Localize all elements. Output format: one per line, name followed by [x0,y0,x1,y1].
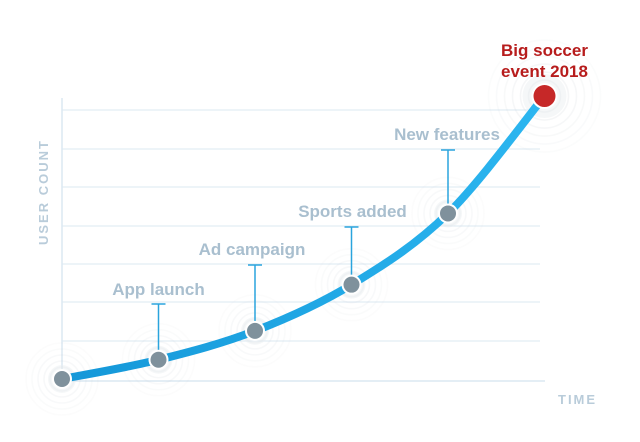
axes [61,98,545,382]
ripple-0-3 [31,348,93,410]
ripple-0-2 [37,354,87,404]
milestone-labels: App launch Ad campaign Sports added New fea… [112,41,588,299]
ripple-5-3 [503,55,586,137]
milestone-label-4: New features [394,125,500,144]
milestone-label-3: Sports added [298,202,407,221]
milestone-dot-1 [150,351,167,368]
grid-lines [62,109,540,342]
milestone-dot-4 [440,205,456,222]
x-axis-label: TIME [558,392,597,407]
milestone-dot-2 [247,322,263,339]
ripple-0-4 [25,342,99,416]
ripple-5-4 [495,47,594,145]
milestone-dot-3 [343,276,360,293]
ripple-rings [25,39,602,416]
milestone-label-line-1: event 2018 [501,62,588,81]
milestone-dot-5 [533,85,556,108]
milestone-label-1: App launch [112,280,205,299]
milestone-label-5: Big soccer event 2018 [501,41,588,81]
ripple-5-0 [527,79,562,113]
ripple-5-1 [519,71,570,121]
milestone-dot-0 [54,371,70,387]
y-axis-label: USER COUNT [36,139,51,245]
annotation-stems [151,149,455,352]
ripple-5-5 [487,39,602,153]
milestone-label-2: Ad campaign [199,240,306,259]
milestone-markers [52,83,558,389]
milestone-label-line-0: Big soccer [501,41,588,60]
ripple-5-2 [511,63,578,129]
